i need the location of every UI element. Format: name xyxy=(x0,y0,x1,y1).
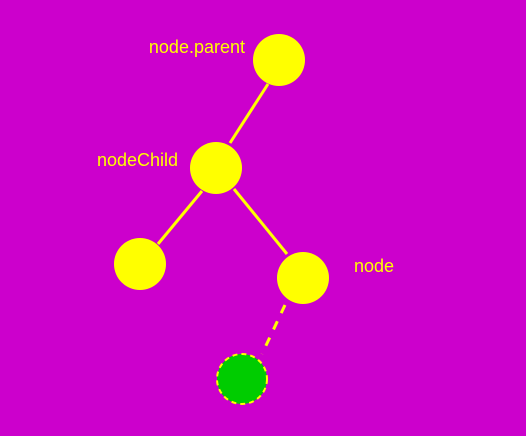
parent-label: node.parent xyxy=(149,37,245,57)
edge-child-left-leaf xyxy=(156,190,204,245)
edge-child-node xyxy=(232,188,289,255)
node-label: node xyxy=(354,256,394,276)
edge-parent-child xyxy=(228,83,270,144)
child-node xyxy=(190,142,242,194)
new-node xyxy=(216,353,268,405)
parent-node xyxy=(253,34,305,86)
child-label: nodeChild xyxy=(97,150,178,170)
node-node xyxy=(277,252,329,304)
left-leaf-node xyxy=(114,238,166,290)
